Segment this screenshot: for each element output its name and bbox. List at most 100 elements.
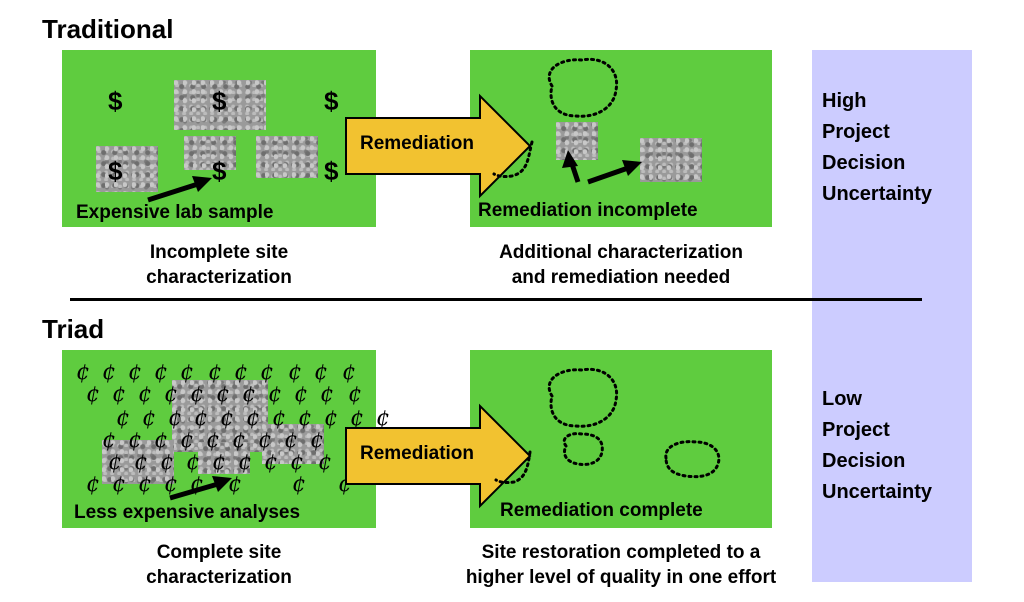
cent-icon: ¢ [376,406,390,431]
cent-icon: ¢ [324,406,338,431]
sample-patch [96,146,158,192]
uncertainty-line: Project [822,419,890,441]
cent-icon: ¢ [164,382,178,407]
cent-icon: ¢ [284,428,298,453]
sample-patch [102,440,174,484]
cent-icon: ¢ [216,382,230,407]
section-divider [70,298,922,301]
remediated-area-outline-icon [547,367,619,428]
remediated-area-outline-icon [492,140,534,179]
cent-icon: ¢ [246,406,260,431]
caption-line: Incomplete site [149,242,289,263]
dollar-icon: $ [324,156,339,186]
triad-left-panel: ¢¢¢¢¢¢¢¢¢¢¢¢¢¢¢¢¢¢¢¢¢¢¢¢¢¢¢¢¢¢¢¢¢¢¢¢¢¢¢¢… [62,350,390,528]
uncertainty-line: Uncertainty [822,481,933,503]
uncertainty-line: High [822,90,867,112]
pointer-arrow-icon [569,163,581,183]
uncertainty-line: Low [822,388,862,410]
cent-icon: ¢ [260,360,274,385]
cent-icon: ¢ [298,406,312,431]
remediation-arrow-icon [345,403,532,509]
cent-icon: ¢ [350,406,364,431]
cent-icon: ¢ [320,382,334,407]
cent-icon: ¢ [208,360,222,385]
dollar-icon: $ [108,156,123,186]
cent-icon: ¢ [342,360,356,385]
cent-icon: ¢ [238,450,252,475]
dollar-icon: $ [324,86,339,116]
dollar-icon: $ [212,156,227,186]
cent-icon: ¢ [128,360,142,385]
dollar-icon: $ [212,86,227,116]
cent-icon: ¢ [258,428,272,453]
pointer-arrowhead-icon [562,150,578,168]
caption-line: and remediation needed [511,267,731,288]
uncertainty-line: Project [822,121,890,143]
cent-icon: ¢ [232,428,246,453]
cent-icon: ¢ [180,360,194,385]
cent-icon: ¢ [154,428,168,453]
cent-icon: ¢ [268,382,282,407]
remediated-area-outline-icon [494,450,532,485]
dollar-icon: $ [108,86,123,116]
traditional-left-caption: Incomplete site characterization [62,240,376,290]
low-uncertainty-label: Low Project Decision Uncertainty [822,384,932,508]
traditional-right-caption: Additional characterization and remediat… [440,240,802,290]
triad-right-caption: Site restoration completed to a higher l… [420,540,822,590]
cent-icon: ¢ [116,406,130,431]
cent-icon: ¢ [86,472,100,497]
caption-line: Site restoration completed to a [481,542,761,563]
caption-line: characterization [146,567,292,588]
cent-icon: ¢ [186,450,200,475]
caption-line: characterization [146,267,292,288]
cent-icon: ¢ [220,406,234,431]
sample-patch [256,136,318,178]
traditional-left-panel: $ $ $ $ $ $ Expensive lab sample [62,50,376,227]
remediated-area-outline-icon [562,432,604,466]
sample-patch [174,80,266,130]
cent-icon: ¢ [112,382,126,407]
cent-icon: ¢ [134,450,148,475]
pointer-arrow-icon [587,165,629,185]
cent-icon: ¢ [154,360,168,385]
cent-icon: ¢ [206,428,220,453]
cent-icon: ¢ [290,450,304,475]
sample-patch [262,424,324,464]
triad-heading: Triad [42,314,105,344]
sample-patch [640,138,702,182]
uncertainty-band [812,50,972,582]
remediation-arrow-icon [345,93,532,199]
expensive-lab-sample-label: Expensive lab sample [76,202,274,223]
less-expensive-analyses-label: Less expensive analyses [74,502,301,523]
remediation-arrow-label: Remediation [360,443,475,464]
sample-patch [172,380,268,452]
cent-icon: ¢ [86,382,100,407]
cent-icon: ¢ [348,382,362,407]
cent-icon: ¢ [228,472,242,497]
cent-icon: ¢ [138,472,152,497]
pointer-arrowhead-icon [622,160,642,176]
traditional-heading: Traditional [42,14,174,44]
cent-icon: ¢ [128,428,142,453]
uncertainty-line: Uncertainty [822,183,933,205]
cent-icon: ¢ [264,450,278,475]
remediated-area-outline-icon [547,57,619,118]
high-uncertainty-label: High Project Decision Uncertainty [822,86,932,210]
uncertainty-line: Decision [822,450,906,472]
cent-icon: ¢ [318,450,332,475]
cent-icon: ¢ [310,428,324,453]
cent-icon: ¢ [194,406,208,431]
sample-patch [556,122,598,160]
cent-icon: ¢ [102,428,116,453]
cent-icon: ¢ [138,382,152,407]
cent-icon: ¢ [108,450,122,475]
cent-icon: ¢ [112,472,126,497]
cent-icon: ¢ [272,406,286,431]
cent-icon: ¢ [294,382,308,407]
cent-icon: ¢ [168,406,182,431]
uncertainty-line: Decision [822,152,906,174]
remediated-area-outline-icon [664,440,721,479]
cent-icon: ¢ [142,406,156,431]
cent-icon: ¢ [242,382,256,407]
triad-left-caption: Complete site characterization [62,540,376,590]
